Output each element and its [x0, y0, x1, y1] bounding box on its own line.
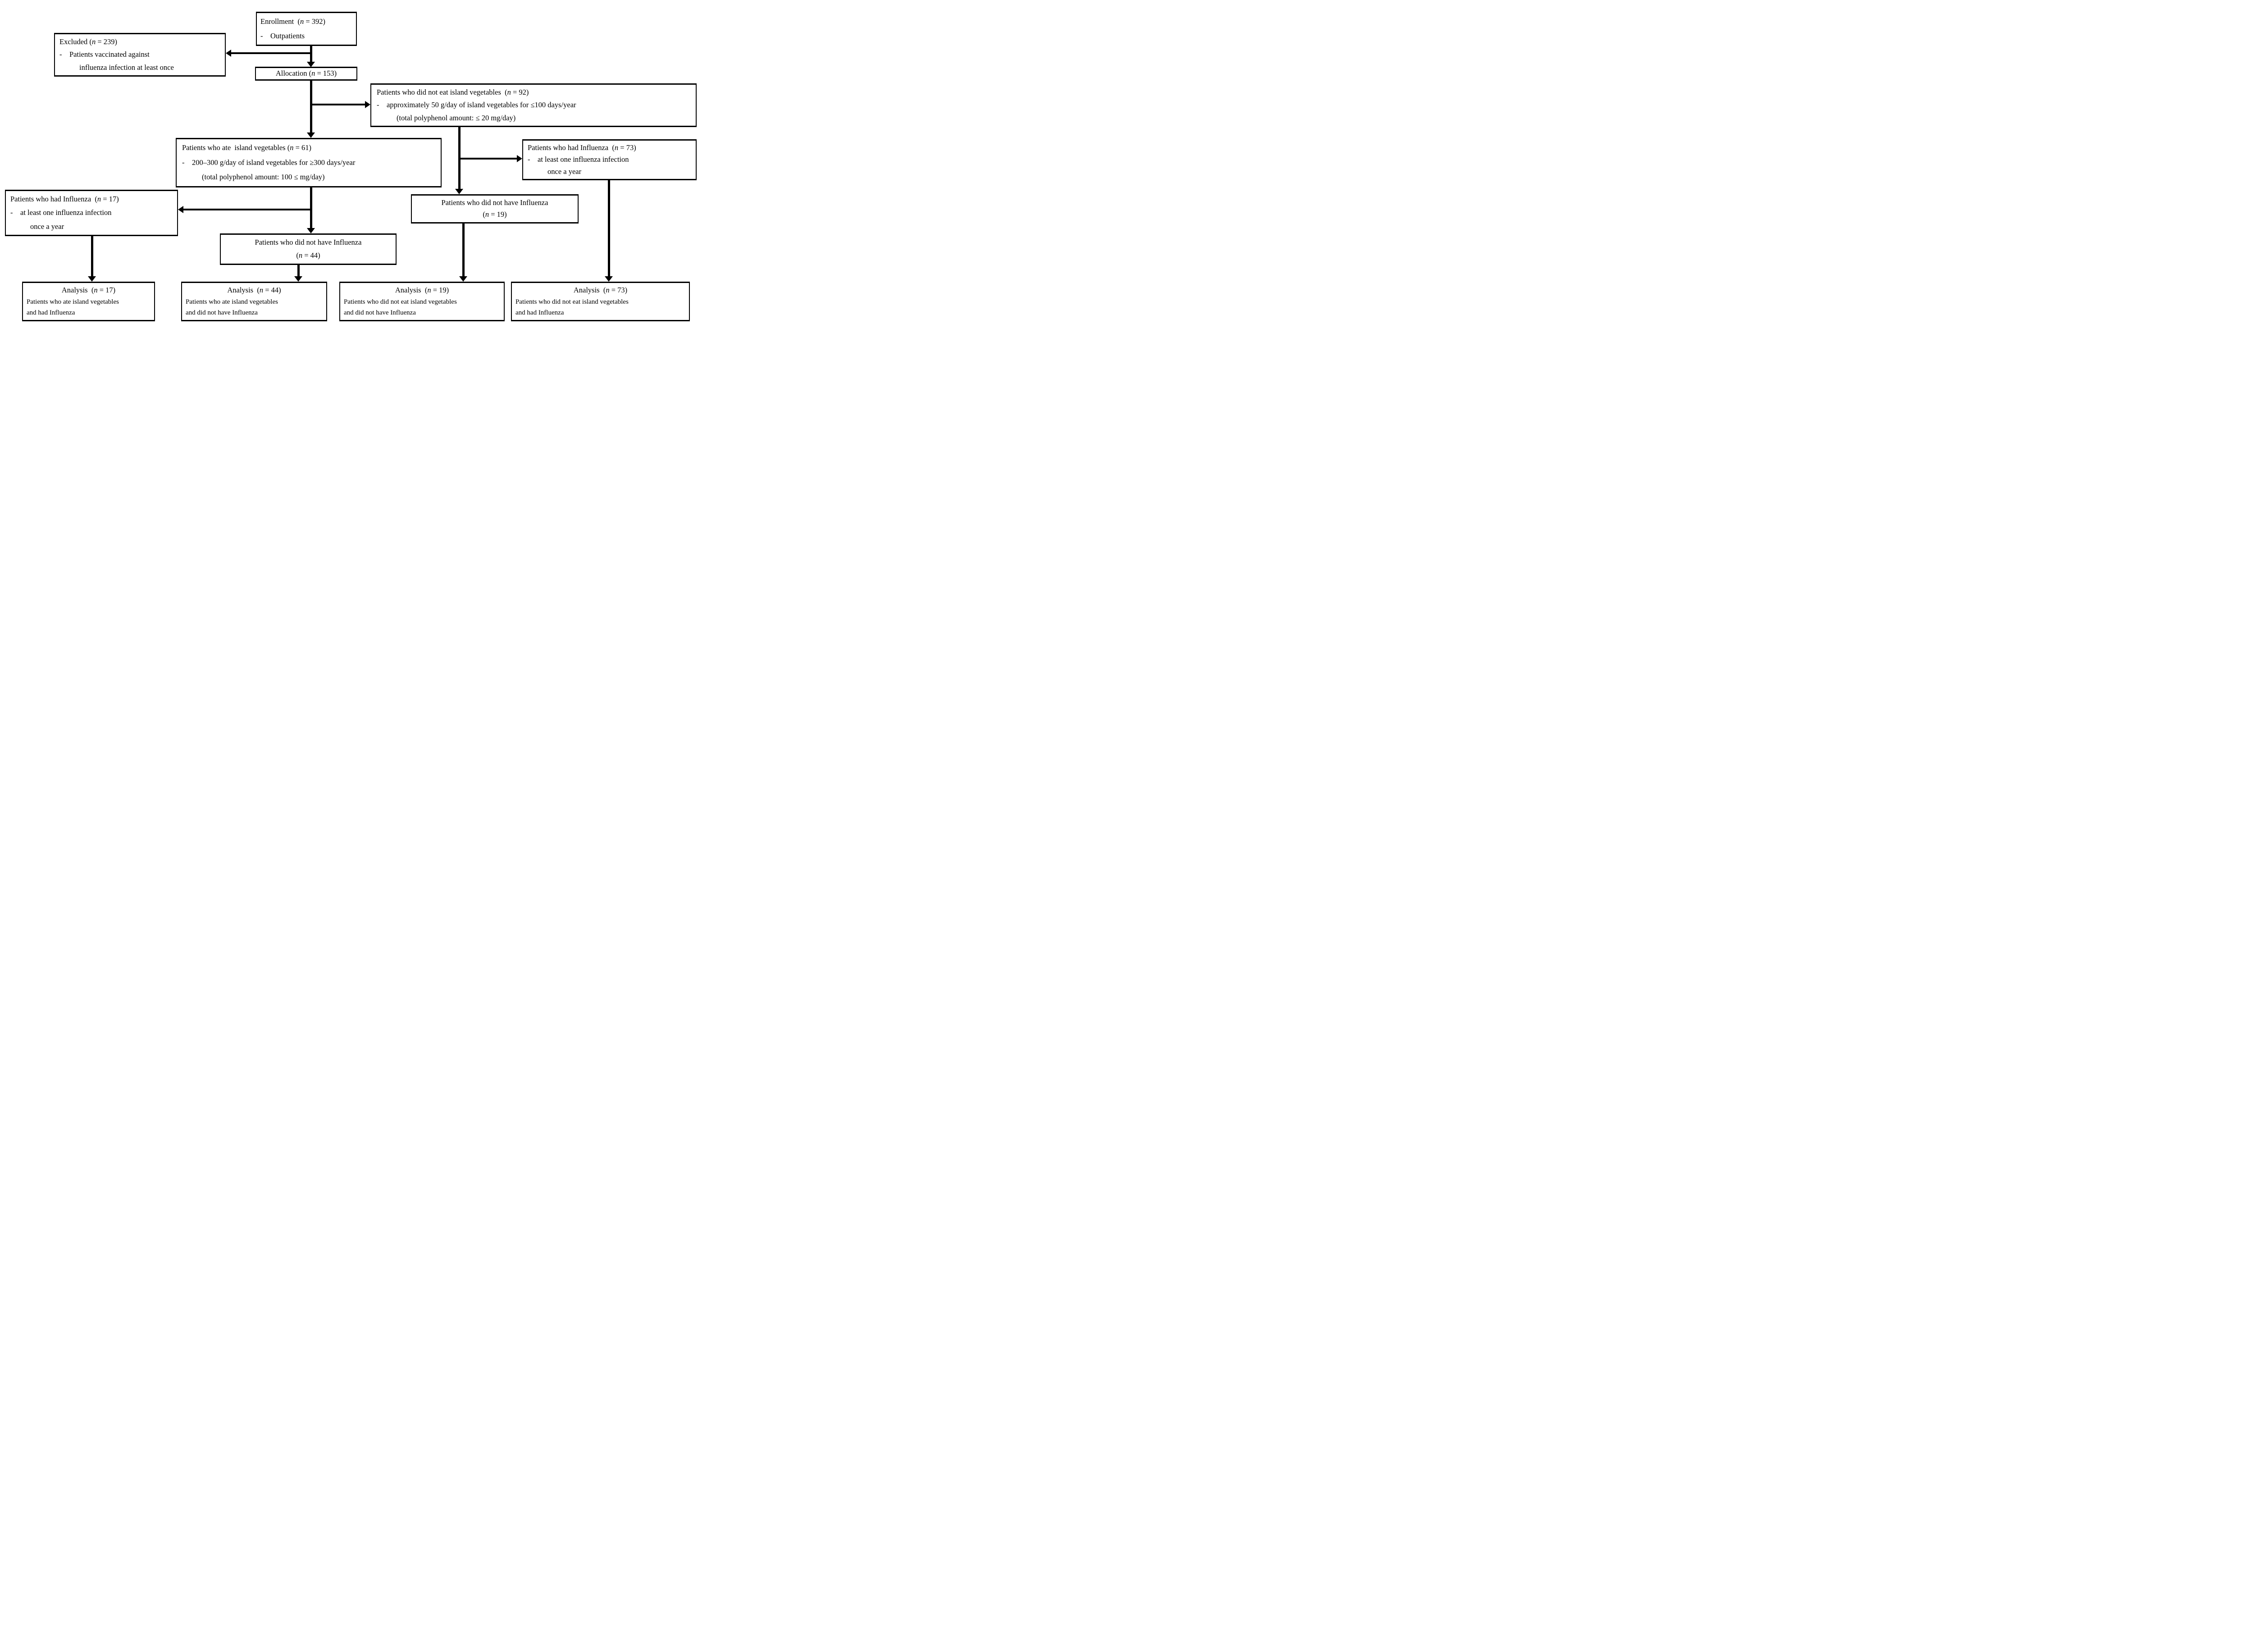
excluded-bullet: - Patients vaccinated against: [59, 50, 221, 59]
analysis-19-line1: Patients who did not eat island vegetabl…: [344, 298, 457, 306]
arrow-no-flu-19-to-analysis-line: [462, 224, 465, 277]
excluded-bullet-text: Patients vaccinated against: [69, 50, 150, 59]
box-excluded: Excluded (n = 239) - Patients vaccinated…: [54, 33, 226, 77]
box-analysis-19: Analysis (n = 19) Patients who did not e…: [339, 282, 505, 321]
ate-continuation: (total polyphenol amount: 100 ≤ mg/day): [202, 173, 325, 182]
arrow-did-not-eat-to-no-flu-19-line: [458, 127, 461, 189]
had-flu-17-title: Patients who had Influenza (n = 17): [10, 194, 119, 203]
arrow-branch-to-had-flu-17-head: [178, 206, 183, 213]
arrow-ate-to-no-flu-44-line: [310, 187, 312, 228]
box-had-influenza-17: Patients who had Influenza (n = 17) - at…: [5, 190, 178, 236]
did-not-eat-continuation: (total polyphenol amount: ≤ 20 mg/day): [397, 113, 516, 122]
arrow-enrollment-to-allocation-line: [310, 46, 312, 63]
analysis-17-title: Analysis (n = 17): [61, 285, 116, 294]
excluded-title: Excluded (n = 239): [59, 37, 117, 46]
ate-title: Patients who ate island vegetables (n = …: [182, 143, 311, 152]
bullet-dash: -: [59, 50, 62, 59]
bullet-dash: -: [260, 31, 263, 40]
analysis-19-title: Analysis (n = 19): [395, 285, 449, 294]
box-analysis-73: Analysis (n = 73) Patients who did not e…: [511, 282, 690, 321]
box-ate-vegetables: Patients who ate island vegetables (n = …: [176, 138, 442, 187]
arrow-branch-to-did-not-eat-head: [365, 101, 370, 108]
arrow-had-flu-73-to-analysis-line: [608, 180, 610, 277]
box-enrollment: Enrollment (n = 392) - Outpatients: [256, 12, 357, 46]
analysis-73-line1: Patients who did not eat island vegetabl…: [515, 298, 629, 306]
arrow-had-flu-73-to-analysis-head: [605, 276, 613, 282]
had-flu-73-continuation: once a year: [547, 167, 582, 176]
analysis-44-title: Analysis (n = 44): [227, 285, 281, 294]
flow-diagram-canvas: Enrollment (n = 392) - Outpatients Exclu…: [0, 0, 706, 330]
enrollment-bullet-text: Outpatients: [270, 31, 305, 40]
no-flu-44-line1: Patients who did not have Influenza: [255, 238, 362, 247]
no-flu-19-line2: (n = 19): [483, 210, 507, 219]
arrow-no-flu-44-to-analysis-head: [294, 276, 302, 282]
had-flu-17-continuation: once a year: [30, 222, 64, 231]
bullet-dash: -: [528, 155, 530, 164]
arrow-ate-to-no-flu-44-head: [307, 228, 315, 233]
box-allocation: Allocation (n = 153): [255, 67, 357, 81]
ate-bullet-text: 200–300 g/day of island vegetables for ≥…: [192, 158, 356, 167]
analysis-73-title: Analysis (n = 73): [573, 285, 628, 294]
arrow-branch-to-excluded-line: [231, 52, 311, 54]
arrow-branch-to-did-not-eat-line: [312, 104, 365, 105]
did-not-eat-bullet-text: approximately 50 g/day of island vegetab…: [387, 100, 576, 110]
bullet-dash: -: [182, 158, 185, 167]
ate-bullet: - 200–300 g/day of island vegetables for…: [182, 158, 437, 168]
arrow-no-flu-44-to-analysis-line: [297, 265, 300, 277]
arrow-had-flu-17-to-analysis-head: [88, 276, 96, 282]
analysis-73-line2: and had Influenza: [515, 309, 564, 317]
box-no-influenza-44: Patients who did not have Influenza (n =…: [220, 233, 397, 265]
arrow-no-flu-19-to-analysis-head: [459, 276, 467, 282]
analysis-17-line1: Patients who ate island vegetables: [27, 298, 119, 306]
had-flu-17-bullet: - at least one influenza infection: [10, 208, 173, 218]
enrollment-bullet: - Outpatients: [260, 32, 352, 41]
arrow-branch-to-excluded-head: [226, 50, 231, 57]
box-analysis-17: Analysis (n = 17) Patients who ate islan…: [22, 282, 155, 321]
no-flu-44-line2: (n = 44): [296, 251, 320, 260]
analysis-44-line2: and did not have Influenza: [186, 309, 258, 317]
allocation-title: Allocation (n = 153): [275, 69, 337, 78]
arrow-enrollment-to-allocation-head: [307, 62, 315, 67]
arrow-allocation-to-ate-head: [307, 132, 315, 138]
did-not-eat-title: Patients who did not eat island vegetabl…: [377, 87, 529, 96]
arrow-branch-to-had-flu-17-line: [183, 209, 311, 210]
bullet-dash: -: [10, 208, 13, 217]
arrow-allocation-to-ate-line: [310, 81, 312, 133]
had-flu-73-bullet-text: at least one influenza infection: [538, 155, 629, 164]
had-flu-73-bullet: - at least one influenza infection: [528, 155, 692, 164]
had-flu-17-bullet-text: at least one influenza infection: [20, 208, 112, 217]
arrow-branch-to-had-flu-73-line: [461, 158, 517, 160]
box-analysis-44: Analysis (n = 44) Patients who ate islan…: [181, 282, 327, 321]
enrollment-title: Enrollment (n = 392): [260, 17, 326, 26]
analysis-19-line2: and did not have Influenza: [344, 309, 416, 317]
analysis-17-line2: and had Influenza: [27, 309, 75, 317]
box-had-influenza-73: Patients who had Influenza (n = 73) - at…: [522, 139, 697, 180]
excluded-continuation: influenza infection at least once: [79, 63, 174, 72]
had-flu-73-title: Patients who had Influenza (n = 73): [528, 143, 636, 152]
bullet-dash: -: [377, 100, 379, 110]
no-flu-19-line1: Patients who did not have Influenza: [441, 198, 548, 207]
did-not-eat-bullet: - approximately 50 g/day of island veget…: [377, 100, 692, 110]
analysis-44-line1: Patients who ate island vegetables: [186, 298, 278, 306]
arrow-branch-to-had-flu-73-head: [517, 155, 522, 162]
box-no-influenza-19: Patients who did not have Influenza (n =…: [411, 194, 579, 224]
box-did-not-eat-vegetables: Patients who did not eat island vegetabl…: [370, 83, 697, 127]
arrow-had-flu-17-to-analysis-line: [91, 236, 93, 276]
arrow-did-not-eat-to-no-flu-19-head: [455, 189, 463, 194]
